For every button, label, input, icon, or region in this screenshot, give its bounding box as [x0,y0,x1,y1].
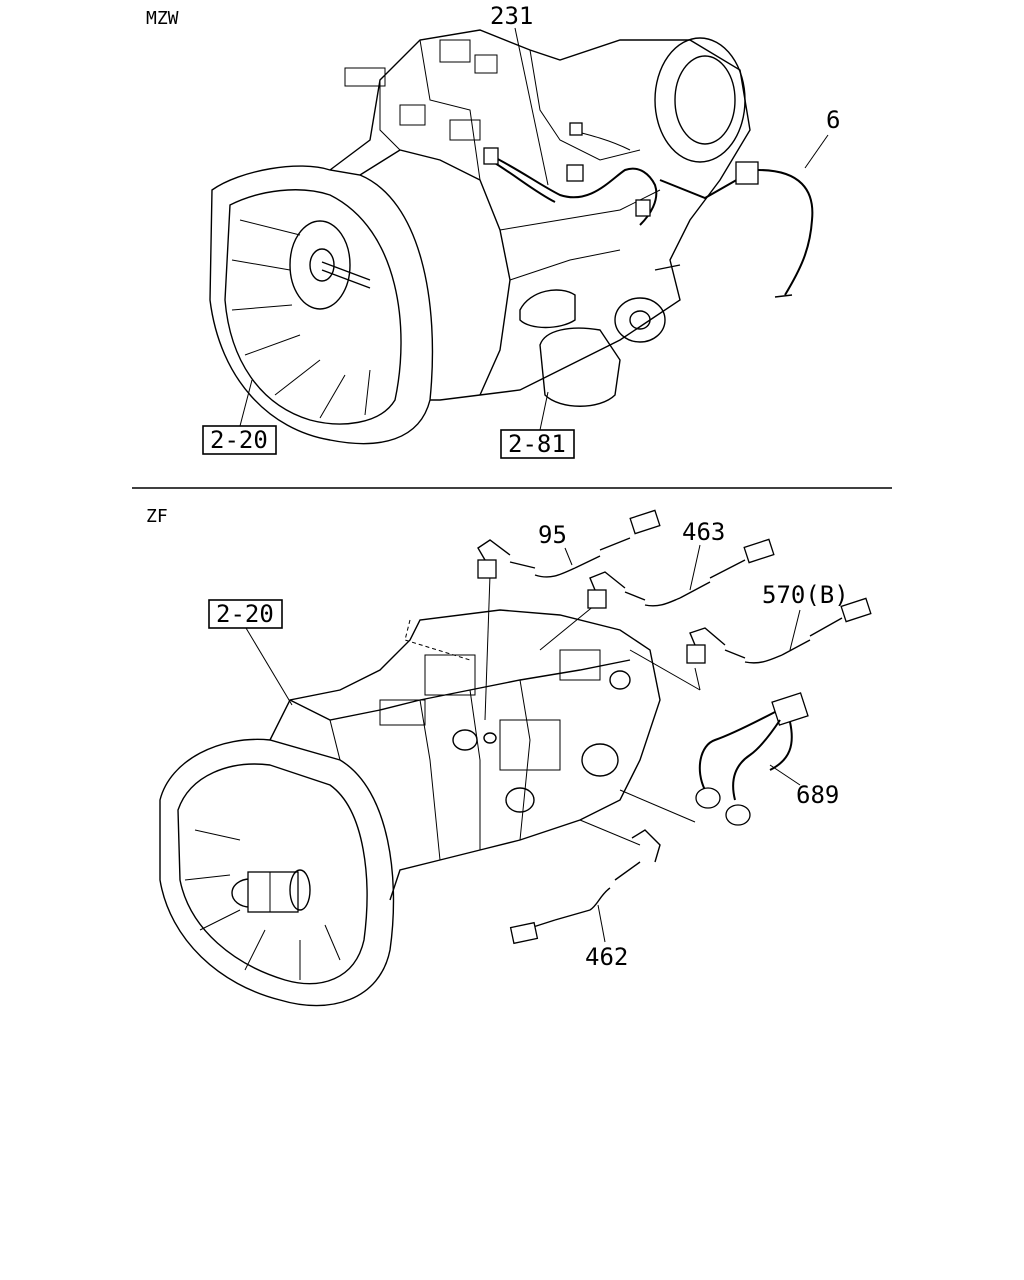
callout-462: 462 [585,943,628,971]
callout-2-20-top: 2-20 [210,426,268,454]
ref-box-2-20-bottom [208,599,283,629]
section-title-zf: ZF [146,506,168,527]
callout-231: 231 [490,2,533,30]
callout-570b: 570(B) [762,581,849,609]
leader-689 [769,764,801,786]
leader-2-20-top [239,379,253,427]
sensor-463 [587,538,775,609]
harness-689 [695,692,809,826]
callout-2-20-bottom: 2-20 [216,600,274,628]
leader-462 [597,904,606,943]
callout-689: 689 [796,781,839,809]
ref-box-2-20-top [202,425,277,455]
leader-570b [789,609,801,651]
callout-2-81: 2-81 [508,430,566,458]
callout-6: 6 [826,106,840,134]
sensor-462 [509,829,661,945]
mzw-transmission-drawing [209,29,814,445]
sensor-95 [477,509,661,579]
leader-463 [689,544,701,591]
sensor-570b [686,597,872,664]
callout-463: 463 [682,518,725,546]
leader-231 [514,27,549,186]
ref-box-2-81 [500,429,575,459]
zf-transmission-drawing [159,574,701,1007]
leader-2-20-bottom [245,627,293,706]
leader-95 [564,547,573,566]
leader-2-81 [539,391,549,431]
section-title-mzw: MZW [146,8,179,29]
callout-95: 95 [538,521,567,549]
leader-6 [804,134,829,169]
